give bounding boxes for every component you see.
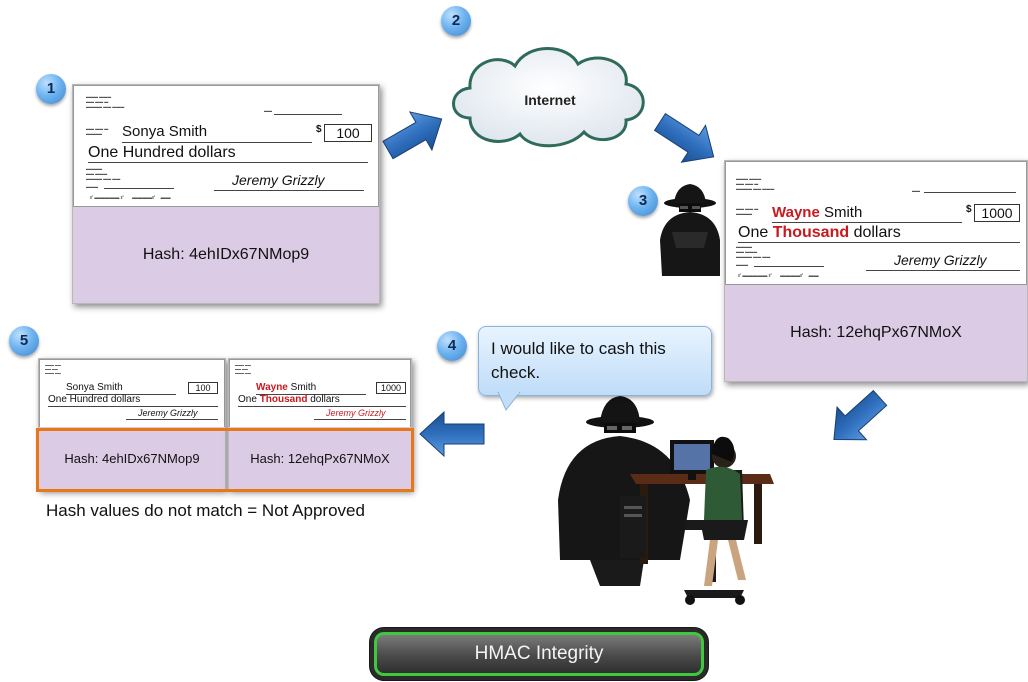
- bank-info: ▬▬▬▬ ▬▬ ▬▬▬ ▬▬▬▬ ▬▬ ▬▬: [736, 244, 771, 259]
- spy-icon: [660, 184, 720, 276]
- changed-amount-words: Thousand: [772, 224, 850, 241]
- compare-original-hash: Hash: 4ehIDx67NMop9: [64, 450, 200, 466]
- amount-words: One Thousand dollars: [738, 224, 901, 242]
- step-1-badge: 1: [36, 74, 66, 104]
- signature: Jeremy Grizzly: [138, 408, 198, 418]
- memo-line: [104, 188, 174, 189]
- words-prefix: One: [738, 224, 773, 241]
- compare-tampered-hash-panel: Hash: 12ehqPx67NMoX: [229, 427, 411, 489]
- signature-line: [214, 190, 364, 191]
- signature-line: [866, 270, 1020, 271]
- payee-line: [122, 142, 312, 143]
- compare-original-hash-panel: Hash: 4ehIDx67NMop9: [39, 427, 225, 489]
- arrow-icon: [382, 111, 443, 160]
- compare-original-card: ▬▬▬ ▬▬ ▬▬ ▬▬ ▬▬▬ ▬▬ Sonya Smith 100 One …: [38, 358, 226, 490]
- amount-box: 100: [324, 124, 372, 142]
- payee-name: Sonya Smith: [66, 382, 123, 393]
- arrow-icon: [653, 112, 715, 163]
- check-address: ▬▬▬ ▬▬▬ ▬▬ ▬▬ ▬ ▬▬▬▬ ▬▬ ▬▬▬: [86, 94, 125, 109]
- signature-line: [314, 419, 406, 420]
- memo-label: ▬▬▬: [736, 262, 748, 267]
- arrow-icon: [833, 389, 888, 441]
- compare-tampered-hash: Hash: 12ehqPx67NMoX: [250, 450, 390, 466]
- bank-info: ▬▬▬▬ ▬▬ ▬▬▬ ▬▬▬▬ ▬▬ ▬▬: [86, 166, 121, 181]
- tampered-hash: Hash: 12ehqPx67NMoX: [790, 324, 962, 341]
- payee-surname: Smith: [287, 382, 317, 393]
- internet-label: Internet: [524, 92, 576, 108]
- tampered-check: ▬▬▬ ▬▬▬ ▬▬ ▬▬ ▬ ▬▬▬▬ ▬▬ ▬▬▬ ▬▬ ▬▬ ▬▬ ▬ ▬…: [725, 161, 1027, 285]
- step-3-badge: 3: [628, 186, 658, 216]
- changed-payee: Wayne: [256, 382, 288, 393]
- amount-words: One Hundred dollars: [48, 394, 141, 405]
- amount-box: 1000: [376, 382, 406, 394]
- title-banner-inner: HMAC Integrity: [374, 632, 704, 676]
- original-hash: Hash: 4ehIDx67NMop9: [142, 246, 310, 263]
- words-line: [88, 162, 368, 163]
- signature: Jeremy Grizzly: [232, 172, 325, 188]
- speech-bubble: I would like to cash this check.: [478, 326, 712, 396]
- signature-line: [126, 419, 218, 420]
- words-line: [238, 406, 406, 407]
- payee-line: [772, 222, 962, 223]
- speech-text: I would like to cash this check.: [491, 339, 666, 382]
- compare-tampered-check: ▬▬▬ ▬▬ ▬▬ ▬▬ ▬▬▬ ▬▬ Wayne Smith 1000 One…: [229, 359, 411, 429]
- signature: Jeremy Grizzly: [894, 252, 987, 268]
- payee-line: [256, 394, 366, 395]
- tampered-check-card: ▬▬▬ ▬▬▬ ▬▬ ▬▬ ▬ ▬▬▬▬ ▬▬ ▬▬▬ ▬▬ ▬▬ ▬▬ ▬ ▬…: [724, 160, 1028, 382]
- words-suffix: dollars: [849, 224, 901, 241]
- words-prefix: One: [238, 394, 260, 405]
- amount-box: 1000: [974, 204, 1020, 222]
- micr-line: ⑈ ▬▬▬▬▬ ⑈ ▬▬▬▬⑈ ▬▬: [738, 273, 819, 279]
- original-hash-panel: Hash: 4ehIDx67NMop9: [73, 207, 379, 303]
- hash-comparison-highlight: [36, 428, 414, 492]
- bank-teller-scene-icon: [558, 396, 774, 605]
- payee-surname: Smith: [819, 204, 863, 221]
- step-2-badge: 2: [441, 6, 471, 36]
- amount-words: One Thousand dollars: [238, 394, 340, 405]
- pay-to-label: ▬▬ ▬▬ ▬ ▬▬▬▬: [86, 126, 109, 136]
- pay-to-label: ▬▬ ▬▬ ▬ ▬▬▬▬: [736, 206, 759, 216]
- title-banner: HMAC Integrity: [370, 628, 708, 680]
- compare-original-check: ▬▬▬ ▬▬ ▬▬ ▬▬ ▬▬▬ ▬▬ Sonya Smith 100 One …: [39, 359, 225, 429]
- words-line: [48, 406, 218, 407]
- original-check-card: ▬▬▬ ▬▬▬ ▬▬ ▬▬ ▬ ▬▬▬▬ ▬▬ ▬▬▬ ▬▬ ▬▬ ▬▬ ▬ ▬…: [72, 84, 380, 304]
- check-address: ▬▬▬ ▬▬ ▬▬ ▬▬ ▬▬▬ ▬▬: [45, 363, 61, 375]
- payee-line: [66, 394, 176, 395]
- arrow-icon: [419, 410, 485, 458]
- date-line: [274, 114, 342, 115]
- check-date-label: ▬▬: [264, 108, 272, 113]
- step-5-badge: 5: [9, 326, 39, 356]
- compare-tampered-card: ▬▬▬ ▬▬ ▬▬ ▬▬ ▬▬▬ ▬▬ Wayne Smith 1000 One…: [228, 358, 412, 490]
- signature: Jeremy Grizzly: [326, 408, 386, 418]
- micr-line: ⑈ ▬▬▬▬▬ ⑈ ▬▬▬▬⑈ ▬▬: [90, 195, 171, 201]
- payee-name: Wayne Smith: [256, 382, 316, 393]
- payee-name: Sonya Smith: [122, 123, 208, 140]
- dollar-sign: $: [316, 124, 322, 135]
- step-4-badge: 4: [437, 331, 467, 361]
- memo-label: ▬▬▬: [86, 184, 98, 189]
- words-line: [738, 242, 1020, 243]
- tampered-hash-panel: Hash: 12ehqPx67NMoX: [725, 285, 1027, 381]
- amount-box: 100: [188, 382, 218, 394]
- check-date-label: ▬▬: [912, 188, 920, 193]
- payee-name: Wayne Smith: [772, 204, 862, 221]
- comparison-result: Hash values do not match = Not Approved: [46, 501, 365, 520]
- words-suffix: dollars: [307, 394, 340, 405]
- dollar-sign: $: [966, 204, 972, 215]
- date-line: [924, 192, 1016, 193]
- original-check: ▬▬▬ ▬▬▬ ▬▬ ▬▬ ▬ ▬▬▬▬ ▬▬ ▬▬▬ ▬▬ ▬▬ ▬▬ ▬ ▬…: [73, 85, 379, 207]
- diagram-title: HMAC Integrity: [474, 643, 604, 664]
- changed-amount-words: Thousand: [259, 394, 308, 405]
- check-address: ▬▬▬ ▬▬▬ ▬▬ ▬▬ ▬ ▬▬▬▬ ▬▬ ▬▬▬: [736, 176, 775, 191]
- memo-line: [754, 266, 824, 267]
- amount-words: One Hundred dollars: [88, 144, 236, 161]
- changed-payee: Wayne: [772, 204, 820, 221]
- check-address: ▬▬▬ ▬▬ ▬▬ ▬▬ ▬▬▬ ▬▬: [235, 363, 251, 375]
- speech-bubble-tail: [497, 392, 521, 411]
- cloud-icon: [452, 47, 645, 148]
